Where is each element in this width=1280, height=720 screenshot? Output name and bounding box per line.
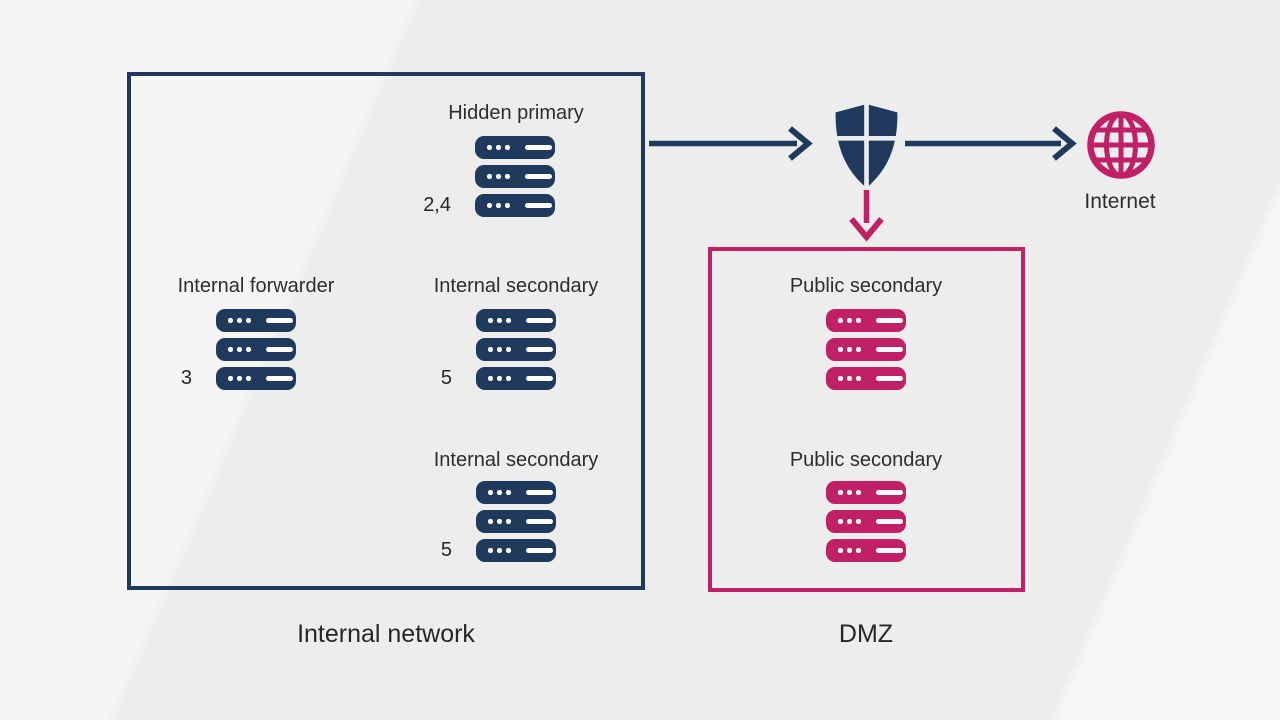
dmz-caption: DMZ	[838, 620, 894, 648]
hidden-primary-title: Hidden primary	[448, 102, 584, 124]
server-icon	[216, 367, 296, 390]
internal-secondary-1-count: 5	[440, 367, 452, 389]
server-icon	[826, 309, 906, 332]
internal-secondary-1-server-stack	[476, 309, 556, 396]
server-icon	[216, 338, 296, 361]
internal-forwarder-server-stack	[216, 309, 296, 396]
server-icon	[476, 367, 556, 390]
server-icon	[475, 136, 555, 159]
public-secondary-1-title: Public secondary	[789, 275, 943, 297]
server-icon	[476, 539, 556, 562]
hidden-primary-server-stack	[475, 136, 555, 223]
server-icon	[476, 481, 556, 504]
server-icon	[475, 165, 555, 188]
server-icon	[216, 309, 296, 332]
internal-secondary-1-title: Internal secondary	[433, 275, 599, 297]
internal-network-box	[127, 72, 645, 590]
server-icon	[826, 481, 906, 504]
arrow-firewall-to-internet	[905, 126, 1077, 161]
server-icon	[826, 539, 906, 562]
server-icon	[826, 510, 906, 533]
public-secondary-2-server-stack	[826, 481, 906, 568]
shield-icon	[832, 103, 901, 189]
internal-forwarder-count: 3	[180, 367, 192, 389]
hidden-primary-count: 2,4	[423, 194, 451, 216]
dmz-box	[708, 247, 1025, 592]
internal-secondary-2-count: 5	[440, 539, 452, 561]
server-icon	[826, 367, 906, 390]
server-icon	[476, 338, 556, 361]
server-icon	[475, 194, 555, 217]
internal-secondary-2-title: Internal secondary	[433, 449, 599, 471]
internet-label: Internet	[1084, 190, 1156, 213]
internal-forwarder-title: Internal forwarder	[177, 275, 335, 297]
arrow-firewall-to-dmz	[849, 190, 884, 242]
public-secondary-1-server-stack	[826, 309, 906, 396]
server-icon	[476, 309, 556, 332]
internal-secondary-2-server-stack	[476, 481, 556, 568]
arrow-internal-to-firewall	[649, 126, 813, 161]
public-secondary-2-title: Public secondary	[789, 449, 943, 471]
globe-icon	[1087, 111, 1155, 179]
server-icon	[476, 510, 556, 533]
internal-network-caption: Internal network	[297, 620, 475, 648]
server-icon	[826, 338, 906, 361]
